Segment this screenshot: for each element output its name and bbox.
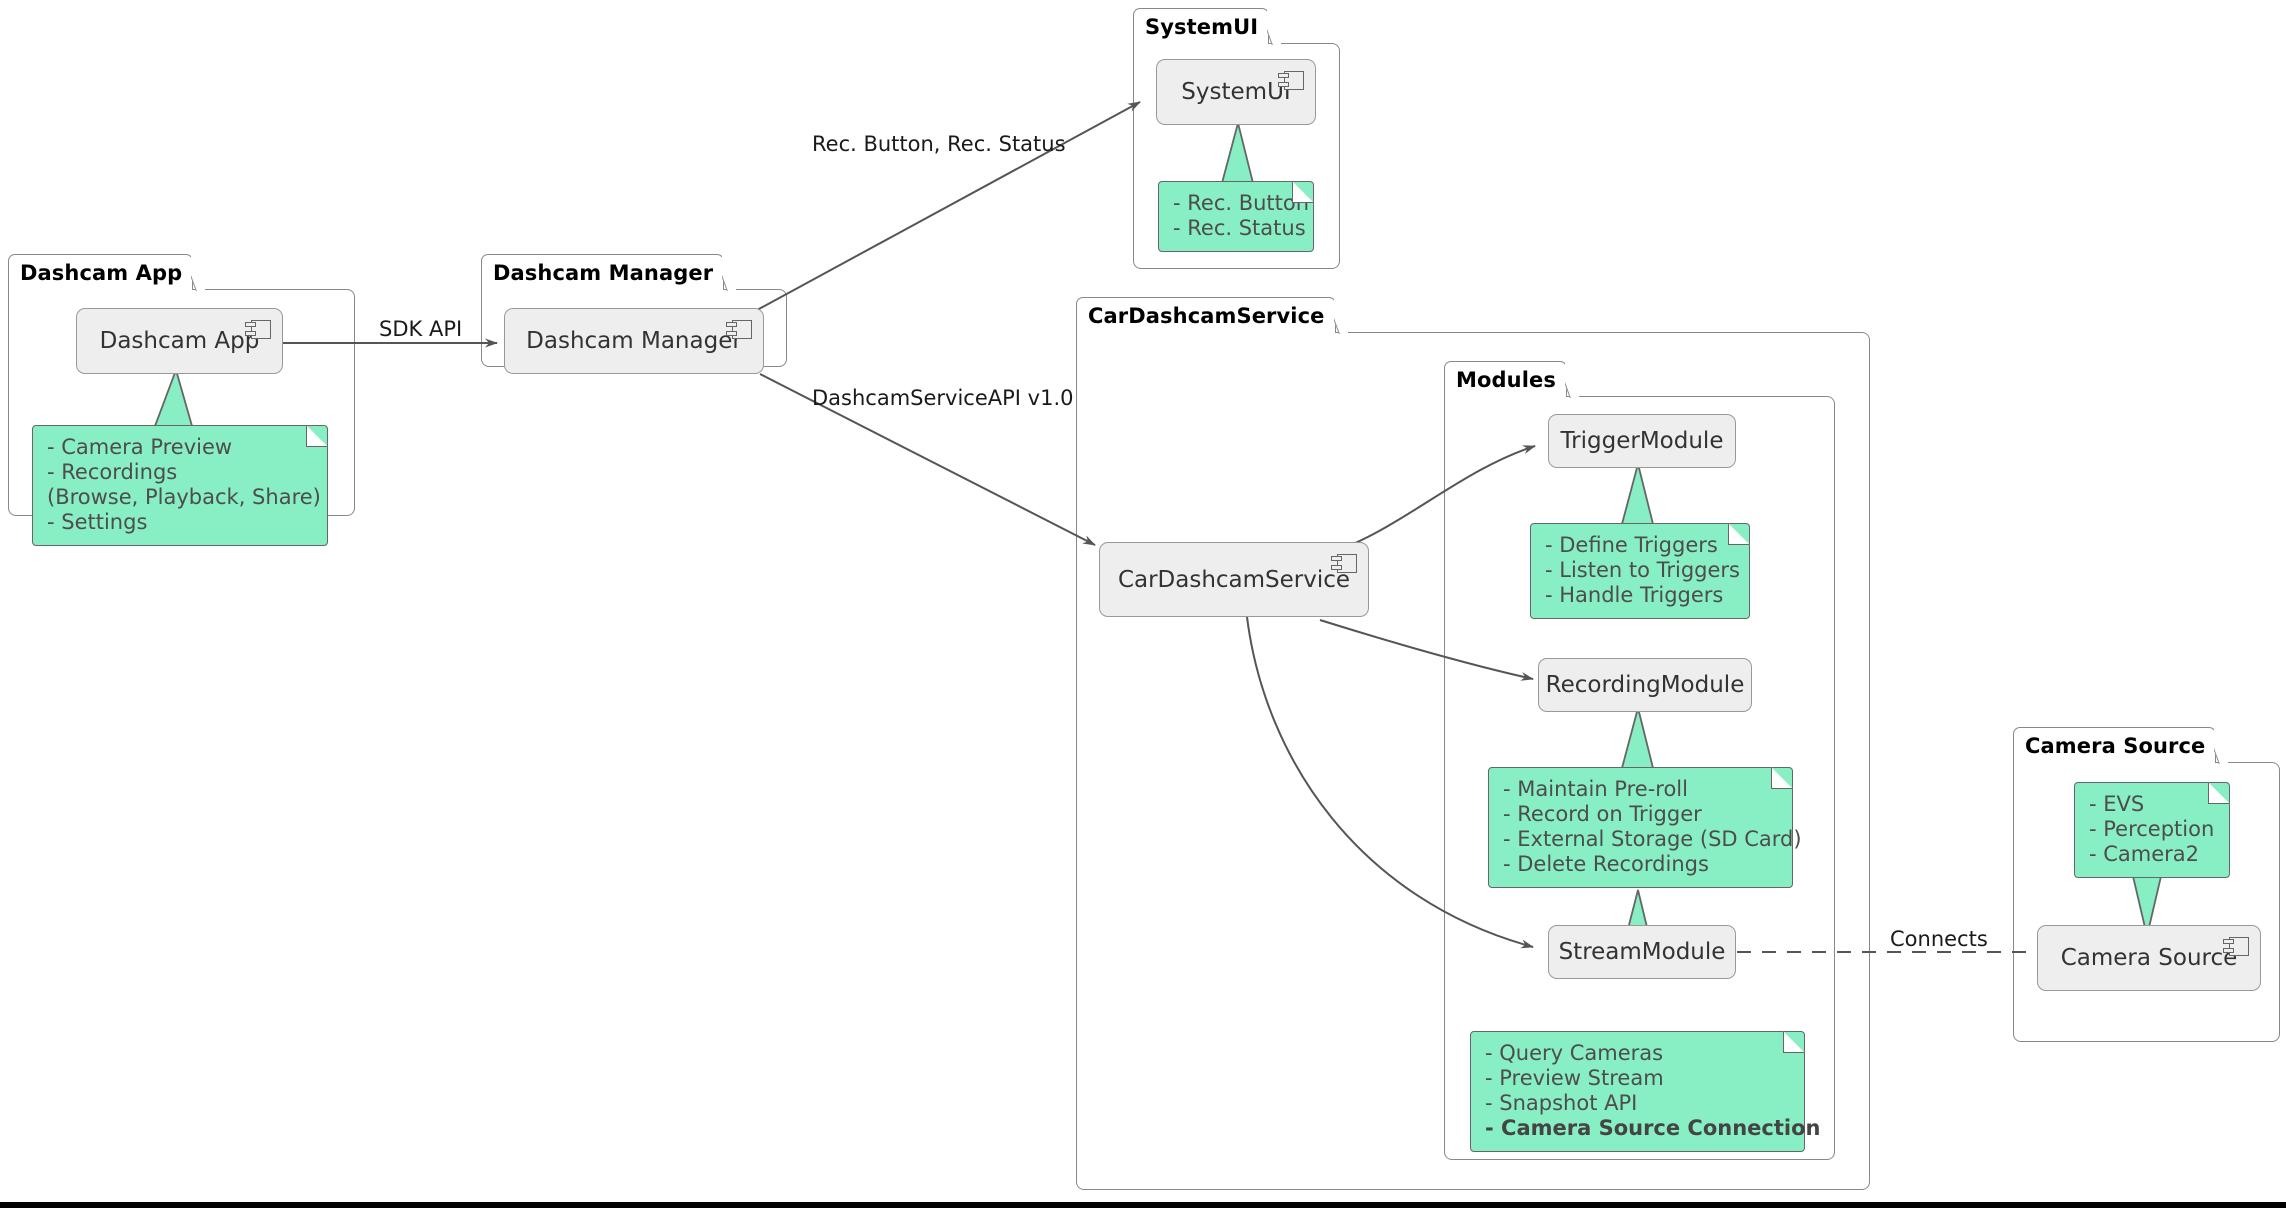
package-system-ui-label: SystemUI <box>1145 14 1259 39</box>
package-car-dashcam-service-label: CarDashcamService <box>1088 303 1325 328</box>
note-dashcam-app: - Camera Preview - Recordings (Browse, P… <box>32 425 328 546</box>
edge-label-dashcam-service-api: DashcamServiceAPI v1.0 <box>812 386 1074 410</box>
note-anchor-system-ui <box>1220 119 1255 184</box>
package-system-ui-tab: SystemUI <box>1133 8 1270 44</box>
component-trigger-module[interactable]: TriggerModule <box>1548 414 1736 468</box>
note-line: - Camera Source Connection <box>1485 1116 1821 1140</box>
edge-label-connects: Connects <box>1890 927 1988 951</box>
note-system-ui: - Rec. Button - Rec. Status <box>1158 181 1314 252</box>
note-line: - EVS <box>2089 792 2145 816</box>
note-anchor-recording-module <box>1620 704 1655 769</box>
note-line: - Query Cameras <box>1485 1041 1664 1065</box>
note-line: - Delete Recordings <box>1503 852 1709 876</box>
note-camera-source: - EVS - Perception - Camera2 <box>2074 782 2230 878</box>
package-camera-source-tab: Camera Source <box>2013 727 2217 763</box>
package-modules-label: Modules <box>1456 367 1556 392</box>
edge-label-rec-button-status: Rec. Button, Rec. Status <box>812 132 1066 156</box>
component-system-ui[interactable]: SystemUI <box>1156 59 1316 125</box>
package-camera-source-label: Camera Source <box>2025 733 2206 758</box>
note-line: - Define Triggers <box>1545 533 1718 557</box>
edge-to-recording-module <box>1319 619 1534 681</box>
note-fold-icon <box>1771 767 1793 789</box>
edge-label-sdk-api: SDK API <box>379 317 463 341</box>
component-stream-module[interactable]: StreamModule <box>1548 925 1736 979</box>
note-line: - Camera Preview <box>47 435 233 459</box>
package-car-dashcam-service-tab: CarDashcamService <box>1076 297 1336 333</box>
note-fold-icon <box>1783 1031 1805 1053</box>
component-icon <box>726 320 752 339</box>
package-modules-tab: Modules <box>1444 361 1567 397</box>
note-fold-icon <box>2208 782 2230 804</box>
component-icon <box>1331 554 1357 573</box>
note-line: (Browse, Playback, Share) <box>47 485 321 509</box>
note-line: - Recordings <box>47 460 178 484</box>
note-recording-module: - Maintain Pre-roll - Record on Trigger … <box>1488 767 1802 888</box>
edge-rec-button-status <box>734 101 1141 323</box>
component-recording-module[interactable]: RecordingModule <box>1538 658 1752 712</box>
package-dashcam-app-tab: Dashcam App <box>8 254 194 290</box>
note-anchor-dashcam-app <box>153 367 194 427</box>
note-line: - Perception <box>2089 817 2215 841</box>
note-line: - Snapshot API <box>1485 1091 1638 1115</box>
note-fold-icon <box>1292 181 1314 203</box>
note-line: - Rec. Button <box>1173 191 1310 215</box>
component-icon <box>1278 71 1304 90</box>
component-icon <box>245 320 271 339</box>
note-fold-icon <box>1728 523 1750 545</box>
package-dashcam-manager-tab: Dashcam Manager <box>481 254 725 290</box>
component-car-dashcam-service[interactable]: CarDashcamService <box>1099 542 1369 617</box>
note-line: - Listen to Triggers <box>1545 558 1740 582</box>
component-dashcam-manager-label: Dashcam Manager <box>526 328 742 354</box>
component-camera-source-label: Camera Source <box>2060 945 2238 971</box>
bottom-bar <box>0 1202 2286 1208</box>
note-line: - Rec. Status <box>1173 216 1306 240</box>
component-dashcam-app[interactable]: Dashcam App <box>76 308 283 374</box>
component-dashcam-manager[interactable]: Dashcam Manager <box>504 308 764 374</box>
note-line: - External Storage (SD Card) <box>1503 827 1802 851</box>
edge-to-stream-module <box>1246 616 1534 949</box>
note-line: - Maintain Pre-roll <box>1503 777 1688 801</box>
component-car-dashcam-service-label: CarDashcamService <box>1117 566 1351 593</box>
component-stream-module-label: StreamModule <box>1558 939 1726 965</box>
component-recording-module-label: RecordingModule <box>1545 672 1745 698</box>
component-system-ui-label: SystemUI <box>1181 79 1291 105</box>
note-line: - Settings <box>47 510 148 534</box>
package-dashcam-app-label: Dashcam App <box>20 260 183 285</box>
component-dashcam-app-label: Dashcam App <box>99 328 260 354</box>
note-line: - Preview Stream <box>1485 1066 1664 1090</box>
edge-dashcam-service-api <box>759 373 1096 546</box>
note-trigger-module: - Define Triggers - Listen to Triggers -… <box>1530 523 1750 619</box>
component-icon <box>2223 937 2249 956</box>
note-line: - Camera2 <box>2089 842 2200 866</box>
note-stream-module: - Query Cameras - Preview Stream - Snaps… <box>1470 1031 1821 1152</box>
component-camera-source[interactable]: Camera Source <box>2037 925 2261 991</box>
note-line: - Record on Trigger <box>1503 802 1702 826</box>
note-anchor-trigger-module <box>1620 460 1655 525</box>
component-trigger-module-label: TriggerModule <box>1560 428 1724 454</box>
note-line: - Handle Triggers <box>1545 583 1724 607</box>
note-fold-icon <box>306 425 328 447</box>
package-dashcam-manager-label: Dashcam Manager <box>493 260 714 285</box>
